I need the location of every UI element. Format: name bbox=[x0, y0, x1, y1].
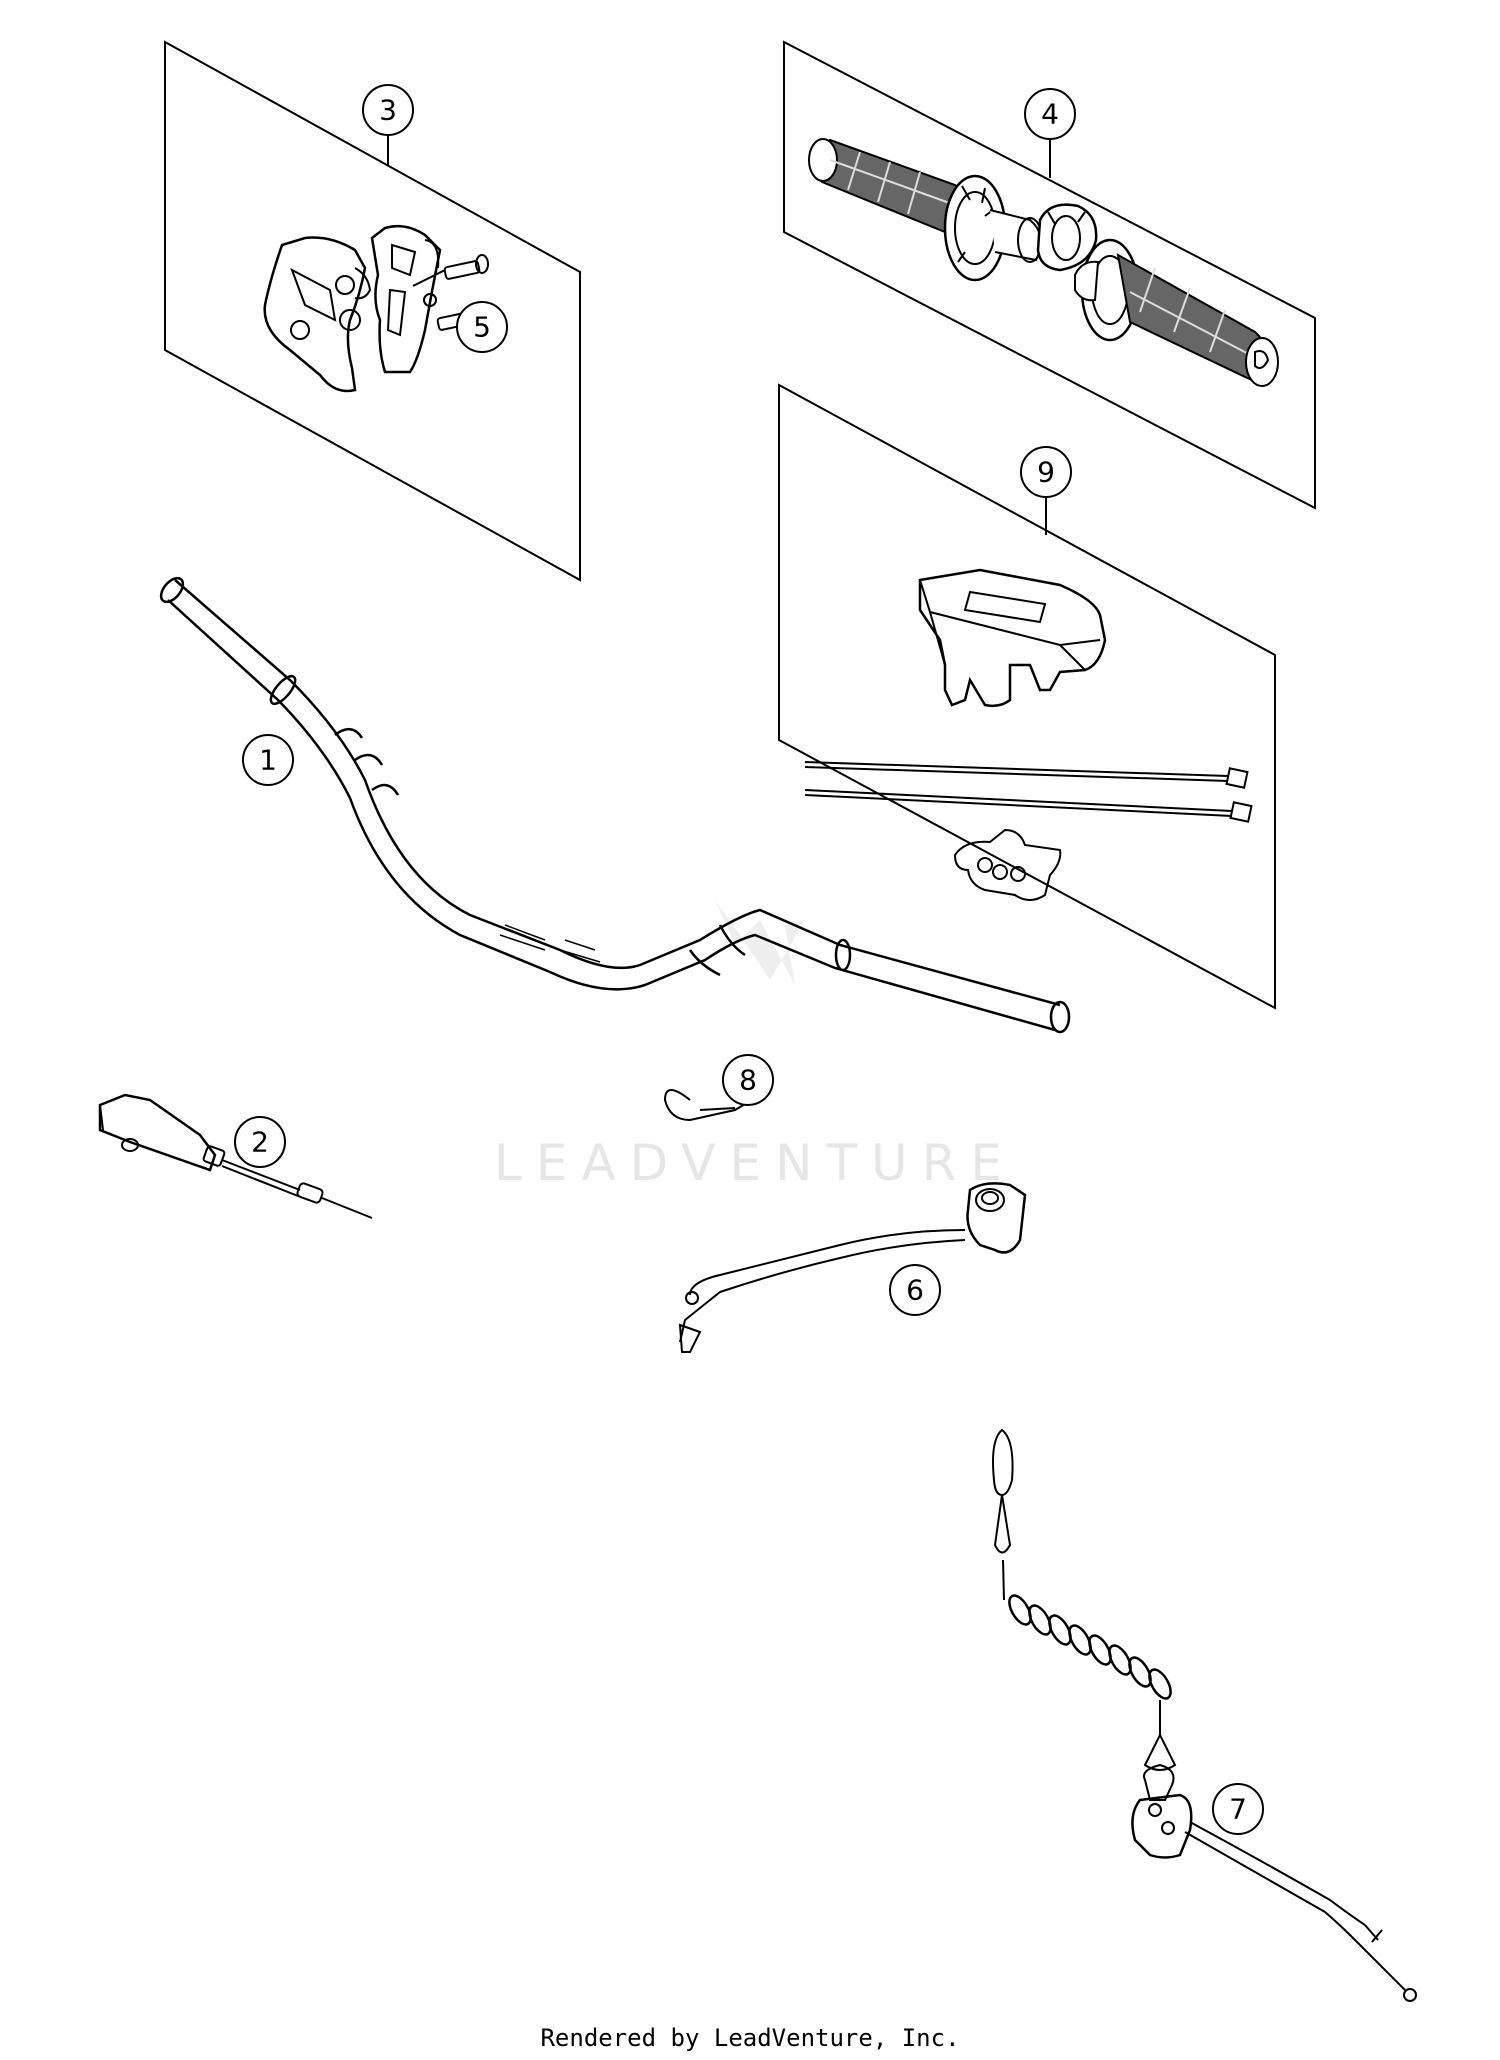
callout-7: 7 bbox=[1212, 1783, 1264, 1835]
kill-switch-lanyard-part bbox=[992, 1428, 1417, 2002]
kit-box-4 bbox=[783, 40, 1316, 510]
callout-3: 3 bbox=[362, 84, 414, 136]
handlebar-clamp-part bbox=[263, 224, 442, 393]
callout-8: 8 bbox=[722, 1054, 774, 1106]
strap-tie-part bbox=[663, 1089, 761, 1122]
right-grip-part bbox=[1074, 238, 1279, 387]
handlebar-switch-part bbox=[678, 1182, 1027, 1353]
callout-2: 2 bbox=[234, 1116, 286, 1168]
clamp-pad-part bbox=[953, 828, 1062, 901]
handlebar-part bbox=[159, 576, 1071, 1034]
kit-box-9 bbox=[778, 383, 1276, 1010]
watermark-text: LEADVENTURE bbox=[494, 1134, 1016, 1192]
callout-4: 4 bbox=[1024, 88, 1076, 140]
callout-label: 7 bbox=[1229, 1793, 1247, 1826]
callout-label: 2 bbox=[251, 1126, 269, 1159]
throttle-cam-part bbox=[1036, 203, 1098, 272]
render-credit: Rendered by LeadVenture, Inc. bbox=[540, 2024, 960, 2052]
throttle-cable-part bbox=[98, 1093, 373, 1219]
callout-label: 4 bbox=[1041, 98, 1059, 131]
callout-5: 5 bbox=[456, 301, 508, 353]
left-grip-part bbox=[808, 138, 1043, 282]
callout-1: 1 bbox=[242, 734, 294, 786]
callout-label: 8 bbox=[739, 1064, 757, 1097]
callout-label: 3 bbox=[379, 94, 397, 127]
callout-label: 1 bbox=[259, 744, 277, 777]
handlebar-cover-part bbox=[918, 568, 1107, 708]
leadventure-watermark: LEADVENTURE bbox=[494, 900, 1016, 1192]
callout-label: 9 bbox=[1037, 456, 1055, 489]
callout-9: 9 bbox=[1020, 446, 1072, 498]
cable-tie-parts bbox=[804, 761, 1253, 823]
callout-6: 6 bbox=[889, 1264, 941, 1316]
kit-box-3 bbox=[164, 40, 581, 582]
callout-label: 6 bbox=[906, 1274, 924, 1307]
callout-label: 5 bbox=[473, 311, 491, 344]
